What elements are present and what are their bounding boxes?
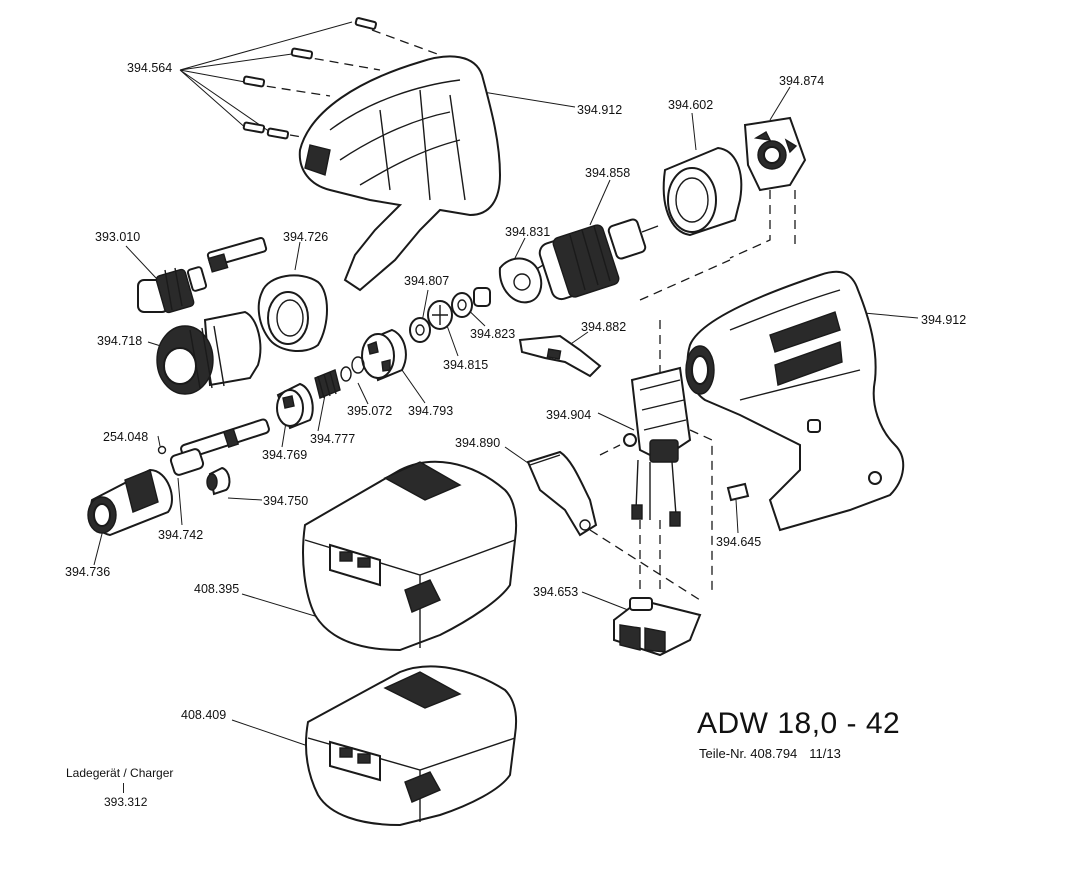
date-code: 11/13 — [809, 746, 841, 761]
chuck-sleeve-394-718 — [156, 310, 262, 395]
label-394-793: 394.793 — [408, 404, 454, 418]
label-394-726: 394.726 — [283, 230, 329, 244]
label-394-736: 394.736 — [65, 565, 111, 579]
spring-394-777 — [314, 369, 341, 399]
label-394-807: 394.807 — [404, 274, 450, 288]
washers-and-bushing — [409, 287, 491, 343]
switch-394-904 — [623, 366, 692, 527]
housing-left-half — [298, 55, 502, 292]
label-394-890: 394.890 — [455, 436, 501, 450]
label-408-409: 408.409 — [181, 708, 227, 722]
label-394-874: 394.874 — [779, 74, 825, 88]
battery-small-408-409 — [305, 665, 518, 827]
label-394-858: 394.858 — [585, 166, 631, 180]
spindle-394-742 — [169, 418, 270, 476]
label-394-742: 394.742 — [158, 528, 204, 542]
fan-plate-394-874 — [743, 116, 807, 192]
trigger-394-890 — [526, 450, 598, 537]
label-394-645: 394.645 — [716, 535, 762, 549]
screws-394-564 — [242, 17, 378, 140]
label-394-653: 394.653 — [533, 585, 579, 599]
ring-394-726 — [257, 274, 328, 352]
label-394-882: 394.882 — [581, 320, 627, 334]
label-394-602: 394.602 — [668, 98, 714, 112]
label-394-912-left: 394.912 — [577, 103, 623, 117]
label-394-750: 394.750 — [263, 494, 309, 508]
label-394-912-right: 394.912 — [921, 313, 967, 327]
bit-holder-393-010 — [137, 236, 268, 314]
clip-395-072 — [340, 356, 365, 382]
sleeve-394-750 — [206, 466, 231, 496]
stator-394-602 — [662, 146, 743, 237]
label-393-010: 393.010 — [95, 230, 141, 244]
charger-note: Ladegerät / Charger 393.312 — [66, 766, 186, 810]
bracket-394-882 — [518, 334, 602, 378]
battery-large-408-395 — [302, 460, 518, 652]
label-394-823: 394.823 — [470, 327, 516, 341]
charger-divider — [123, 783, 124, 793]
clutch-394-769 — [276, 382, 314, 430]
label-254-048: 254.048 — [103, 430, 149, 444]
housing-right-half — [685, 270, 905, 532]
baffle-394-831 — [498, 257, 543, 304]
label-plate-394-645 — [726, 482, 750, 502]
label-394-777: 394.777 — [310, 432, 356, 446]
label-394-831: 394.831 — [505, 225, 551, 239]
charger-number: 393.312 — [104, 795, 148, 809]
label-394-718: 394.718 — [97, 334, 143, 348]
armature-394-858 — [534, 218, 659, 301]
part-number-line: Teile-Nr. 408.794 11/13 — [699, 746, 841, 761]
nose-394-736 — [87, 468, 173, 537]
model-title: ADW 18,0 - 42 — [697, 707, 901, 740]
label-394-904: 394.904 — [546, 408, 592, 422]
label-395-072: 395.072 — [347, 404, 393, 418]
label-394-769: 394.769 — [262, 448, 308, 462]
terminal-394-653 — [613, 597, 702, 657]
gear-cup-394-793 — [361, 328, 407, 382]
label-394-815: 394.815 — [443, 358, 489, 372]
label-408-395: 408.395 — [194, 582, 240, 596]
label-394-564: 394.564 — [127, 61, 173, 75]
ball-254-048 — [157, 445, 167, 455]
part-number: Teile-Nr. 408.794 — [699, 746, 798, 761]
charger-label: Ladegerät / Charger — [66, 766, 174, 780]
